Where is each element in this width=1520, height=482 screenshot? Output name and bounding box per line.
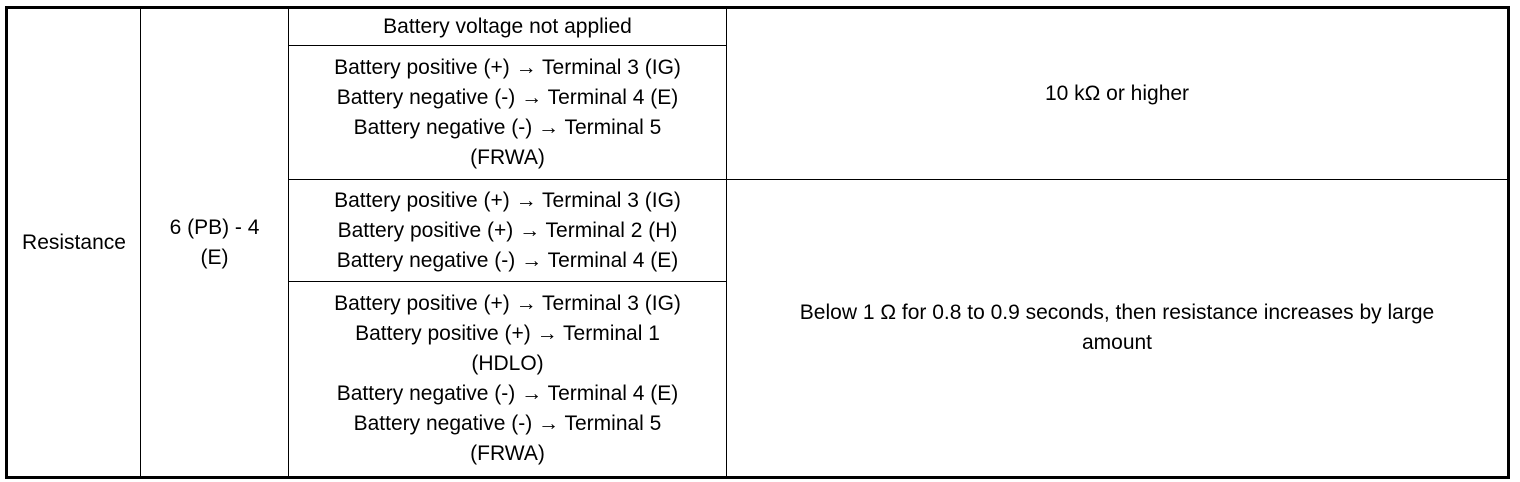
table-row: Battery positive (+) → Terminal 3 (IG) B… [7, 179, 1509, 478]
condition-cell: Battery positive (+) → Terminal 3 (IG) B… [288, 45, 727, 180]
condition-cell: Battery positive (+) → Terminal 3 (IG) B… [288, 179, 727, 282]
table-row: Resistance 6 (PB) - 4 (E) Battery voltag… [6, 7, 1509, 478]
table-row: Battery positive (+) → Terminal 3 (IG) B… [7, 281, 1509, 478]
table-row: Battery positive (+) → Terminal 3 (IG) B… [7, 45, 1509, 180]
specification-table: Resistance 6 (PB) - 4 (E) Battery voltag… [5, 6, 1510, 479]
specification-cell: 10 kΩ or higher [726, 7, 1509, 180]
specification-cell: Below 1 Ω for 0.8 to 0.9 seconds, then r… [726, 179, 1509, 478]
terminal-cell: 6 (PB) - 4 (E) [140, 7, 289, 478]
condition-cell: Battery voltage not applied [288, 7, 727, 46]
measurement-item-cell: Resistance [6, 7, 141, 478]
condition-cell: Battery positive (+) → Terminal 3 (IG) B… [288, 281, 727, 478]
